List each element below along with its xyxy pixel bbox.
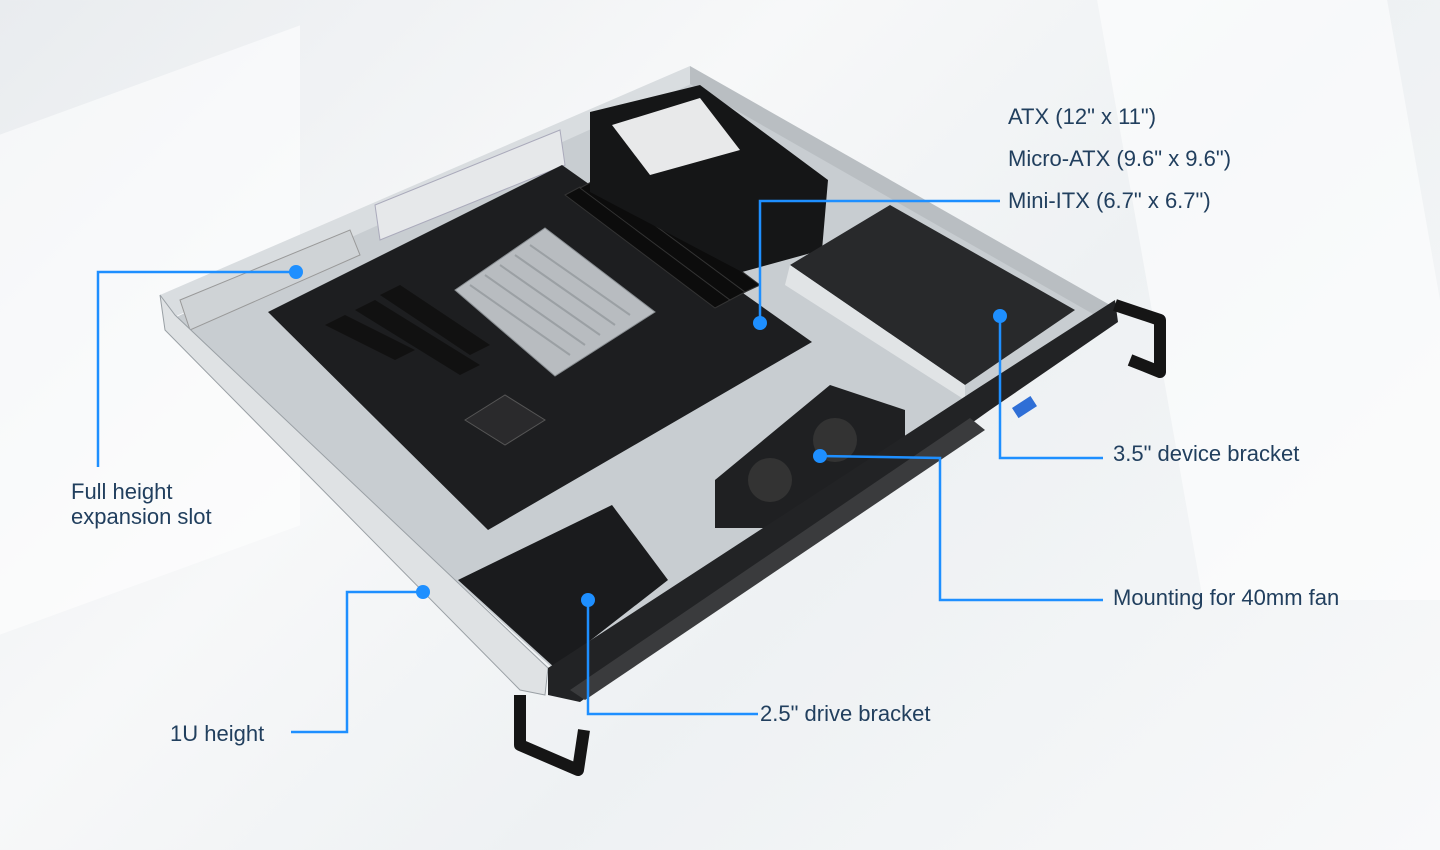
chassis-left-wall [159, 294, 549, 696]
heatsink-fins [469, 244, 631, 356]
label-device-bracket: 3.5" device bracket [1113, 441, 1300, 466]
callout-expansion [96, 270, 296, 467]
label-micro-atx: Micro-ATX (9.6" x 9.6") [1008, 146, 1232, 171]
label-1u-height: 1U height [170, 721, 265, 746]
front-panel [548, 300, 1118, 702]
right-handle [1113, 299, 1166, 378]
expansion-slot-bracket [179, 229, 361, 331]
chipset-heatsink [464, 394, 546, 446]
label-drive-bracket: 2.5" drive bracket [760, 701, 931, 726]
callout-fan [819, 454, 1103, 602]
io-mesh [374, 129, 566, 241]
label-mini-itx: Mini-ITX (6.7" x 6.7") [1008, 188, 1211, 213]
left-handle [514, 695, 590, 776]
device-bracket-3-5 [790, 205, 1075, 385]
cpu-heatsink [454, 227, 656, 377]
front-mesh [570, 418, 985, 700]
pcie-slots [325, 285, 490, 375]
label-atx: ATX (12" x 11") [1008, 104, 1157, 129]
usb-port [1012, 396, 1037, 419]
callout-mini-itx [758, 199, 1000, 323]
label-expansion-line1: Full height [71, 479, 173, 504]
chassis-right-wall [690, 66, 1110, 318]
callout-dots [289, 265, 1007, 607]
callout-lines [96, 199, 1103, 734]
callout-device [998, 316, 1103, 460]
label-fan-mount: Mounting for 40mm fan [1113, 585, 1340, 610]
drive-bracket-2-5 [458, 505, 668, 668]
psu-label [612, 98, 740, 175]
callout-drive [586, 600, 758, 716]
callout-1u [291, 590, 423, 734]
label-expansion-line2: expansion slot [71, 504, 212, 529]
